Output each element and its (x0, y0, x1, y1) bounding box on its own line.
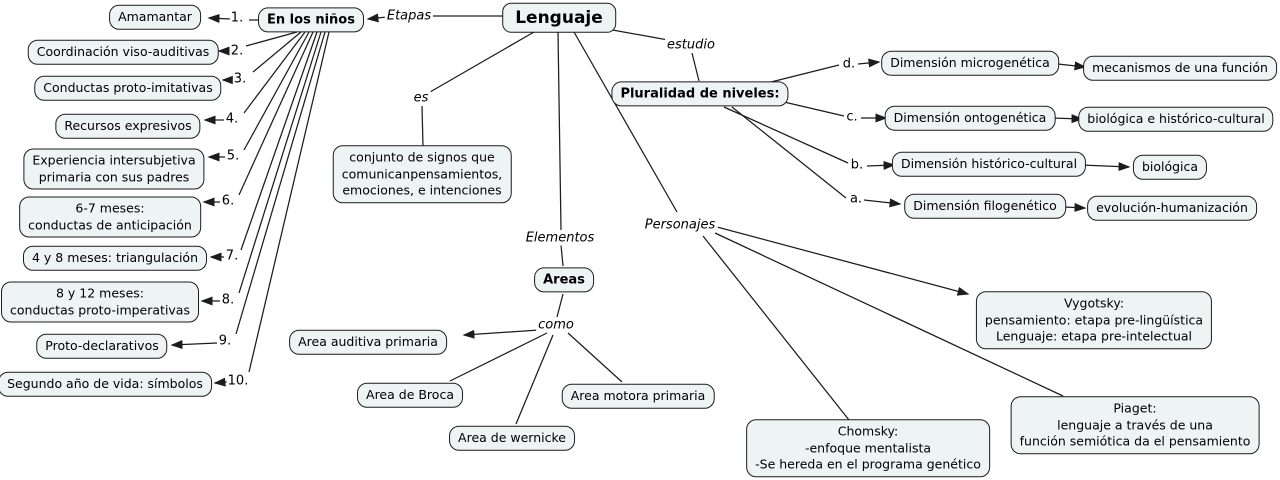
node-mecanismos-funcion[interactable]: mecanismos de una función (1083, 55, 1277, 81)
node-experiencia-intersubjetiva[interactable]: Experiencia intersubjetiva primaria con … (23, 148, 205, 190)
node-area-motora[interactable]: Area motora primaria (561, 383, 715, 409)
node-recursos-expresivos[interactable]: Recursos expresivos (55, 113, 201, 139)
linking-phrase-como[interactable]: como (536, 317, 576, 333)
linking-phrase-etapas[interactable]: Etapas (384, 8, 434, 24)
node-pluralidad-de-niveles[interactable]: Pluralidad de niveles: (611, 81, 789, 107)
node-en-los-ninos[interactable]: En los niños (258, 7, 364, 33)
node-chomsky[interactable]: Chomsky: -enfoque mentalista -Se hereda … (746, 419, 990, 477)
node-area-de-wernicke[interactable]: Area de wernicke (449, 425, 575, 451)
number-label-5[interactable]: 5. (225, 148, 241, 164)
number-label-8[interactable]: 8. (220, 292, 236, 308)
node-6-7-meses[interactable]: 6-7 meses: conductas de anticipación (19, 196, 201, 238)
linking-phrase-elementos[interactable]: Elementos (523, 230, 597, 246)
node-proto-declarativos[interactable]: Proto-declarativos (36, 333, 168, 359)
number-label-6[interactable]: 6. (220, 193, 236, 209)
linking-phrase-personajes[interactable]: Personajes (642, 217, 718, 233)
letter-label-b[interactable]: b. (849, 157, 865, 173)
number-label-3[interactable]: 3. (232, 71, 248, 87)
node-dimension-ontogenetica[interactable]: Dimensión ontogenética (884, 105, 1056, 131)
letter-label-c[interactable]: c. (845, 109, 859, 125)
node-area-de-broca[interactable]: Area de Broca (357, 382, 463, 408)
node-biologica-historico-cultural[interactable]: biológica e histórico-cultural (1078, 106, 1274, 132)
node-coordinacion[interactable]: Coordinación viso-auditivas (27, 39, 219, 65)
node-4-y-8-meses[interactable]: 4 y 8 meses: triangulación (23, 245, 207, 271)
node-segundo-ano[interactable]: Segundo año de vida: símbolos (0, 371, 212, 397)
node-areas[interactable]: Areas (534, 267, 594, 293)
number-label-1[interactable]: 1. (229, 10, 245, 26)
node-dimension-filogenetico[interactable]: Dimensión filogenético (904, 193, 1066, 219)
letter-label-a[interactable]: a. (848, 191, 864, 207)
node-8-y-12-meses[interactable]: 8 y 12 meses: conductas proto-imperativa… (1, 281, 199, 323)
number-label-2[interactable]: 2. (229, 43, 245, 59)
node-conductas-proto-imitativas[interactable]: Conductas proto-imitativas (34, 75, 222, 101)
node-biologica[interactable]: biológica (1132, 154, 1208, 180)
node-lenguaje[interactable]: Lenguaje (502, 2, 616, 34)
number-label-9[interactable]: 9. (217, 333, 233, 349)
letter-label-d[interactable]: d. (841, 56, 857, 72)
linking-phrase-es[interactable]: es (411, 90, 431, 106)
node-vygotsky[interactable]: Vygotsky: pensamiento: etapa pre-lingüís… (975, 291, 1213, 349)
node-evolucion-humanizacion[interactable]: evolución-humanización (1087, 195, 1257, 221)
number-label-4[interactable]: 4. (224, 111, 240, 127)
node-conjunto-de-signos[interactable]: conjunto de signos que comunicanpensamie… (332, 145, 512, 203)
node-dimension-historico-cultural[interactable]: Dimensión histórico-cultural (891, 151, 1087, 177)
node-piaget[interactable]: Piaget: lenguaje a través de una función… (1010, 396, 1260, 454)
linking-phrase-estudio[interactable]: estudio (665, 37, 717, 53)
node-amamantar[interactable]: Amamantar (109, 4, 201, 30)
node-dimension-microgenetica[interactable]: Dimensión microgenética (881, 50, 1059, 76)
number-label-10[interactable]: 10. (226, 373, 250, 389)
number-label-7[interactable]: 7. (224, 248, 240, 264)
node-area-auditiva[interactable]: Area auditiva primaria (289, 329, 447, 355)
